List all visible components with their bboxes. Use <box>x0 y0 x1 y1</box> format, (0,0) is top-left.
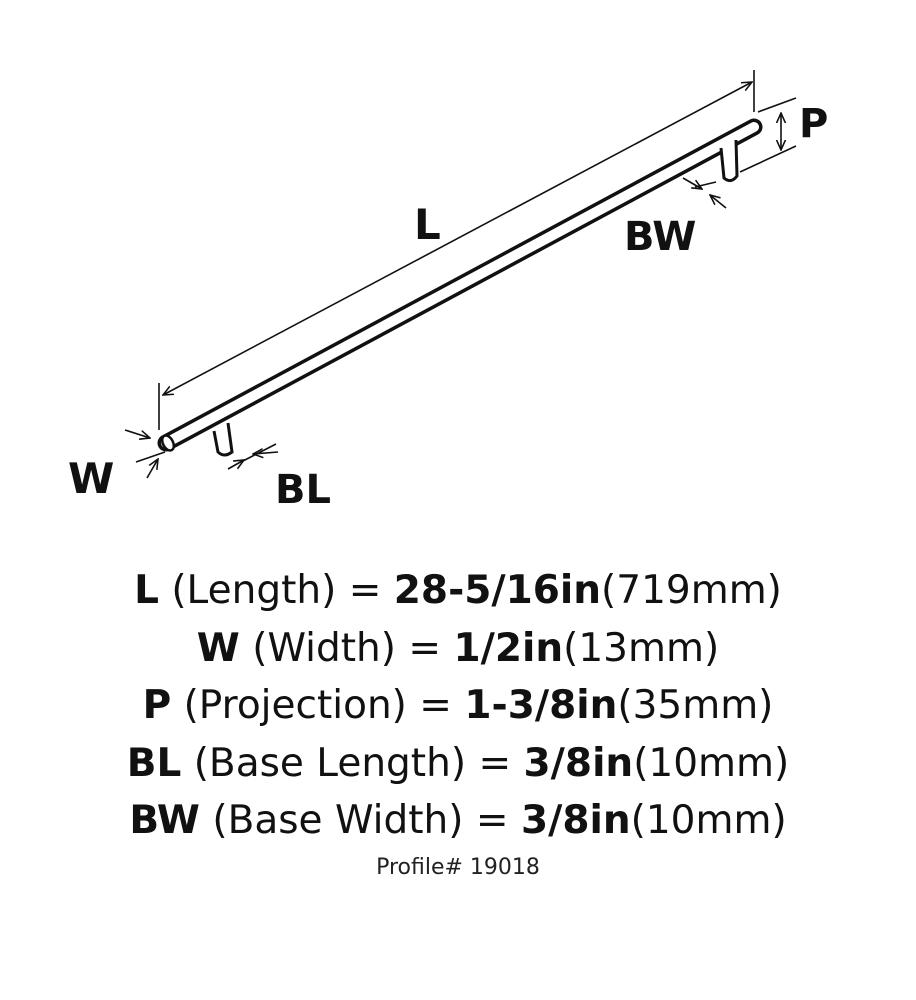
spec-value: 3/8in <box>520 798 631 843</box>
profile-number: Profile# 19018 <box>376 855 540 880</box>
spec-symbol: W <box>196 625 240 671</box>
base-width-dimension <box>682 177 727 209</box>
base-length-dimension <box>227 443 279 470</box>
spec-description: (Projection) <box>183 683 407 728</box>
projection-dimension <box>739 97 797 173</box>
spec-symbol: L <box>134 568 159 613</box>
projection-label: P <box>799 101 828 147</box>
spec-metric: (13mm) <box>563 625 720 671</box>
left-post <box>212 422 234 457</box>
spec-symbol: P <box>142 683 172 728</box>
bar-fill <box>161 122 759 448</box>
spec-symbol: BW <box>129 798 200 843</box>
spec-equals: = <box>478 740 512 786</box>
width-label: W <box>68 454 114 503</box>
width-dimension <box>124 429 166 479</box>
spec-metric: (719mm) <box>601 568 782 613</box>
spec-value: 28-5/16in <box>393 568 602 613</box>
length-dimension <box>158 70 755 430</box>
spec-value: 1/2in <box>453 625 564 671</box>
spec-base-length: BL (Base Length) = 3/8in(10mm) <box>0 735 916 793</box>
spec-description: (Length) <box>171 568 337 613</box>
base-width-label: BW <box>624 214 696 260</box>
spec-description: (Base Width) <box>212 798 464 843</box>
base-length-label: BL <box>275 467 331 513</box>
spec-projection: P (Projection) = 1-3/8in(35mm) <box>0 677 916 735</box>
spec-symbol: BL <box>126 740 182 786</box>
spec-metric: (10mm) <box>633 740 790 786</box>
spec-equals: = <box>475 798 509 843</box>
length-label: L <box>414 200 441 249</box>
spec-equals: = <box>408 625 442 671</box>
spec-equals: = <box>348 568 382 613</box>
spec-metric: (35mm) <box>617 683 774 728</box>
spec-value: 1-3/8in <box>464 683 618 728</box>
spec-width: W (Width) = 1/2in(13mm) <box>0 620 916 678</box>
spec-description: (Base Length) <box>193 740 467 786</box>
spec-length: L (Length) = 28-5/16in(719mm) <box>0 562 916 620</box>
spec-equals: = <box>419 683 452 728</box>
bar-left-end <box>160 434 176 452</box>
spec-metric: (10mm) <box>630 798 787 843</box>
spec-value: 3/8in <box>523 740 634 786</box>
bar-pull-diagram: L P BW W BL <box>68 70 828 513</box>
specifications-list: L (Length) = 28-5/16in(719mm) W (Width) … <box>0 562 916 850</box>
spec-description: (Width) <box>252 625 396 671</box>
bar-pull <box>157 118 763 457</box>
spec-base-width: BW (Base Width) = 3/8in(10mm) <box>0 792 916 850</box>
